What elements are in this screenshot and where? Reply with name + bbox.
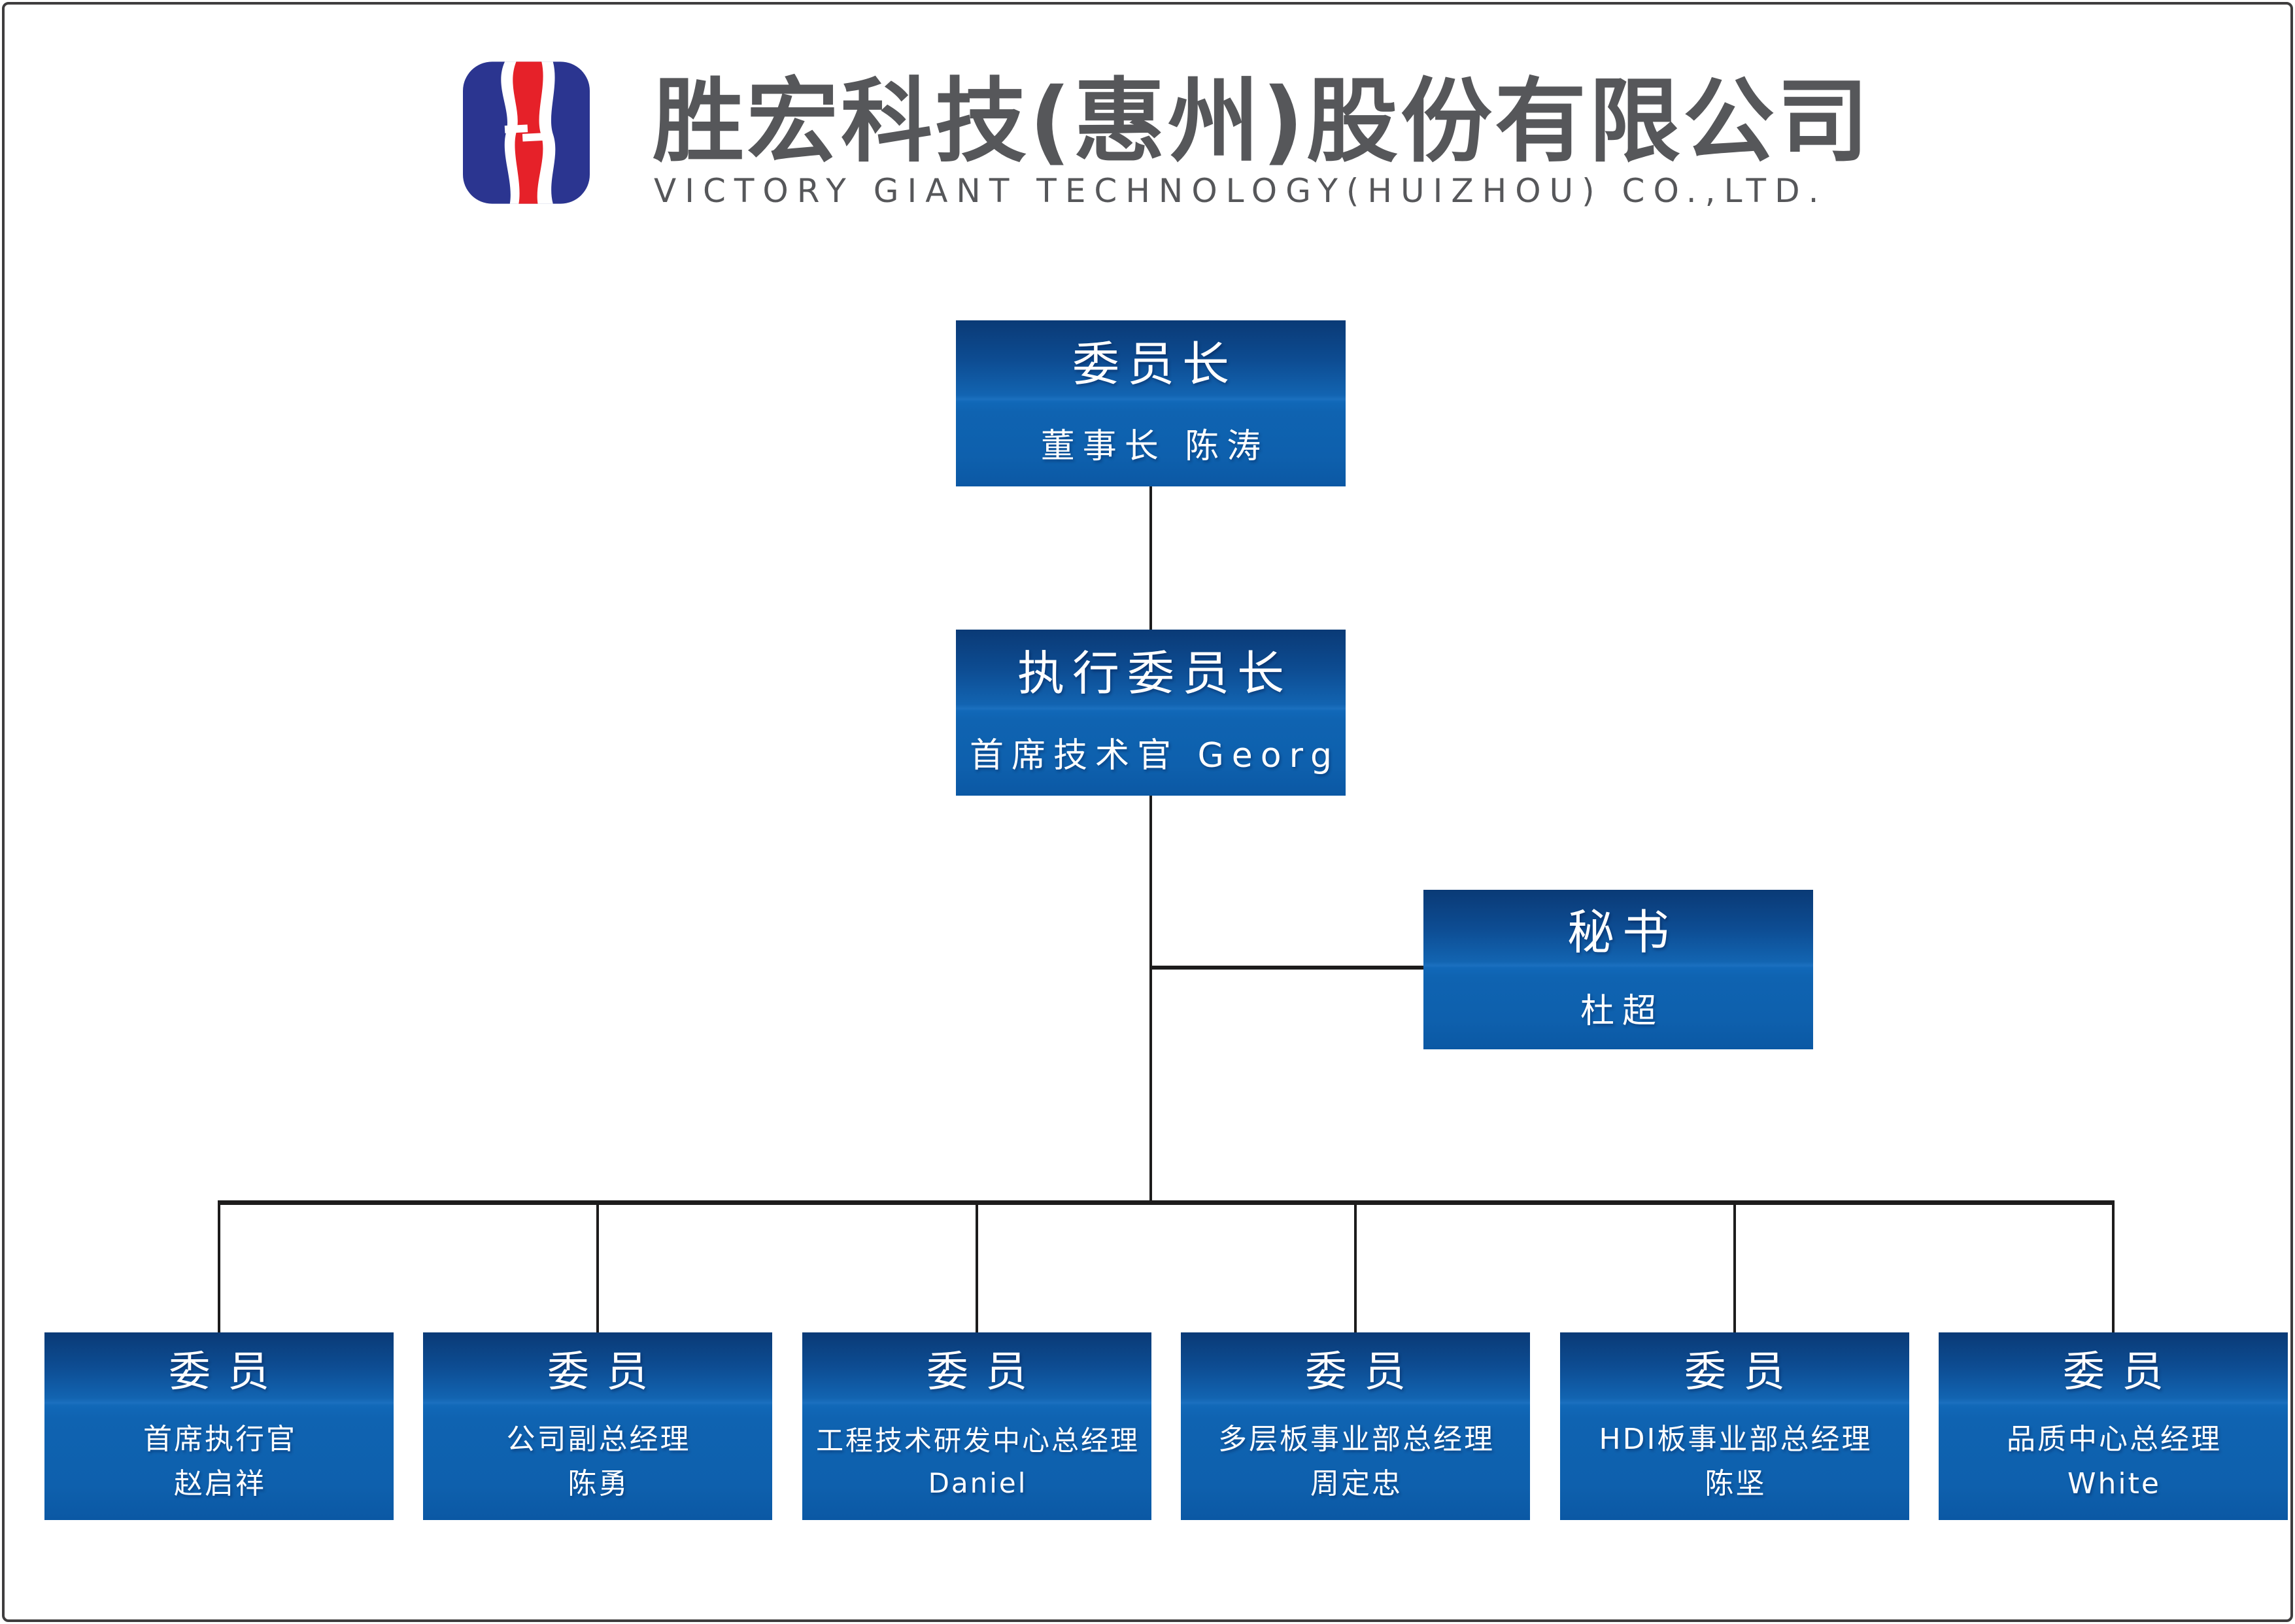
node-title: 委员	[169, 1347, 286, 1396]
member-name: 陈坚	[1705, 1467, 1767, 1501]
node-subtitle: HDI板事业部总经理 陈坚	[1560, 1404, 1909, 1520]
org-node-member-3: 委员 工程技术研发中心总经理 Daniel	[802, 1332, 1151, 1520]
connector-drop-member-6	[2112, 1205, 2115, 1333]
member-name: 周定忠	[1310, 1467, 1402, 1501]
node-title: 执行委员长	[1017, 646, 1292, 702]
node-subtitle: 首席技术官 Georg	[969, 736, 1340, 776]
node-subtitle: 工程技术研发中心总经理 Daniel	[802, 1404, 1151, 1520]
member-name: Daniel	[928, 1467, 1028, 1500]
connector-to-secretary	[1149, 966, 1423, 970]
connector-distribution-bar	[218, 1200, 2115, 1205]
org-node-member-4: 委员 多层板事业部总经理 周定忠	[1181, 1332, 1530, 1520]
member-role: 工程技术研发中心总经理	[815, 1424, 1140, 1457]
org-node-member-2: 委员 公司副总经理 陈勇	[423, 1332, 772, 1520]
company-name-zh: 胜宏科技(惠州)股份有限公司	[653, 69, 1871, 175]
member-role: 公司副总经理	[506, 1422, 691, 1456]
org-node-secretary: 秘书 杜超	[1423, 890, 1813, 1049]
member-role: 品质中心总经理	[2007, 1422, 2222, 1456]
node-subtitle: 杜超	[1580, 992, 1664, 1032]
connector-drop-member-3	[976, 1205, 978, 1333]
node-title: 委员长	[1072, 337, 1237, 392]
member-role: 首席执行官	[143, 1422, 297, 1456]
node-title: 委员	[1684, 1347, 1802, 1396]
member-name: 陈勇	[568, 1467, 630, 1501]
member-role: 多层板事业部总经理	[1218, 1422, 1495, 1456]
connector-drop-member-1	[218, 1205, 220, 1333]
member-role: HDI板事业部总经理	[1599, 1422, 1873, 1456]
node-subtitle: 品质中心总经理 White	[1939, 1404, 2288, 1520]
connector-drop-member-2	[596, 1205, 599, 1333]
member-name: 赵启祥	[174, 1467, 266, 1501]
node-subtitle: 多层板事业部总经理 周定忠	[1181, 1404, 1530, 1520]
connector-exec-trunk	[1149, 796, 1152, 1204]
node-title: 委员	[926, 1347, 1044, 1396]
node-subtitle: 董事长 陈涛	[1040, 427, 1269, 467]
connector-drop-member-5	[1733, 1205, 1736, 1333]
node-subtitle: 首席执行官 赵启祥	[44, 1404, 394, 1520]
member-name: White	[2067, 1467, 2161, 1501]
org-node-exec-chairman: 执行委员长 首席技术官 Georg	[956, 630, 1346, 796]
node-title: 秘书	[1567, 905, 1677, 960]
node-title: 委员	[1305, 1347, 1423, 1396]
org-node-member-5: 委员 HDI板事业部总经理 陈坚	[1560, 1332, 1909, 1520]
org-node-chairman: 委员长 董事长 陈涛	[956, 320, 1346, 486]
node-title: 委员	[2063, 1347, 2181, 1396]
org-node-member-6: 委员 品质中心总经理 White	[1939, 1332, 2288, 1520]
connector-chairman-to-exec	[1149, 486, 1152, 631]
company-logo-icon	[463, 61, 590, 205]
node-subtitle: 公司副总经理 陈勇	[423, 1404, 772, 1520]
org-node-member-1: 委员 首席执行官 赵启祥	[44, 1332, 394, 1520]
node-title: 委员	[547, 1347, 665, 1396]
connector-drop-member-4	[1354, 1205, 1357, 1333]
company-name-en: VICTORY GIANT TECHNOLOGY(HUIZHOU) CO.,LT…	[654, 172, 1828, 210]
